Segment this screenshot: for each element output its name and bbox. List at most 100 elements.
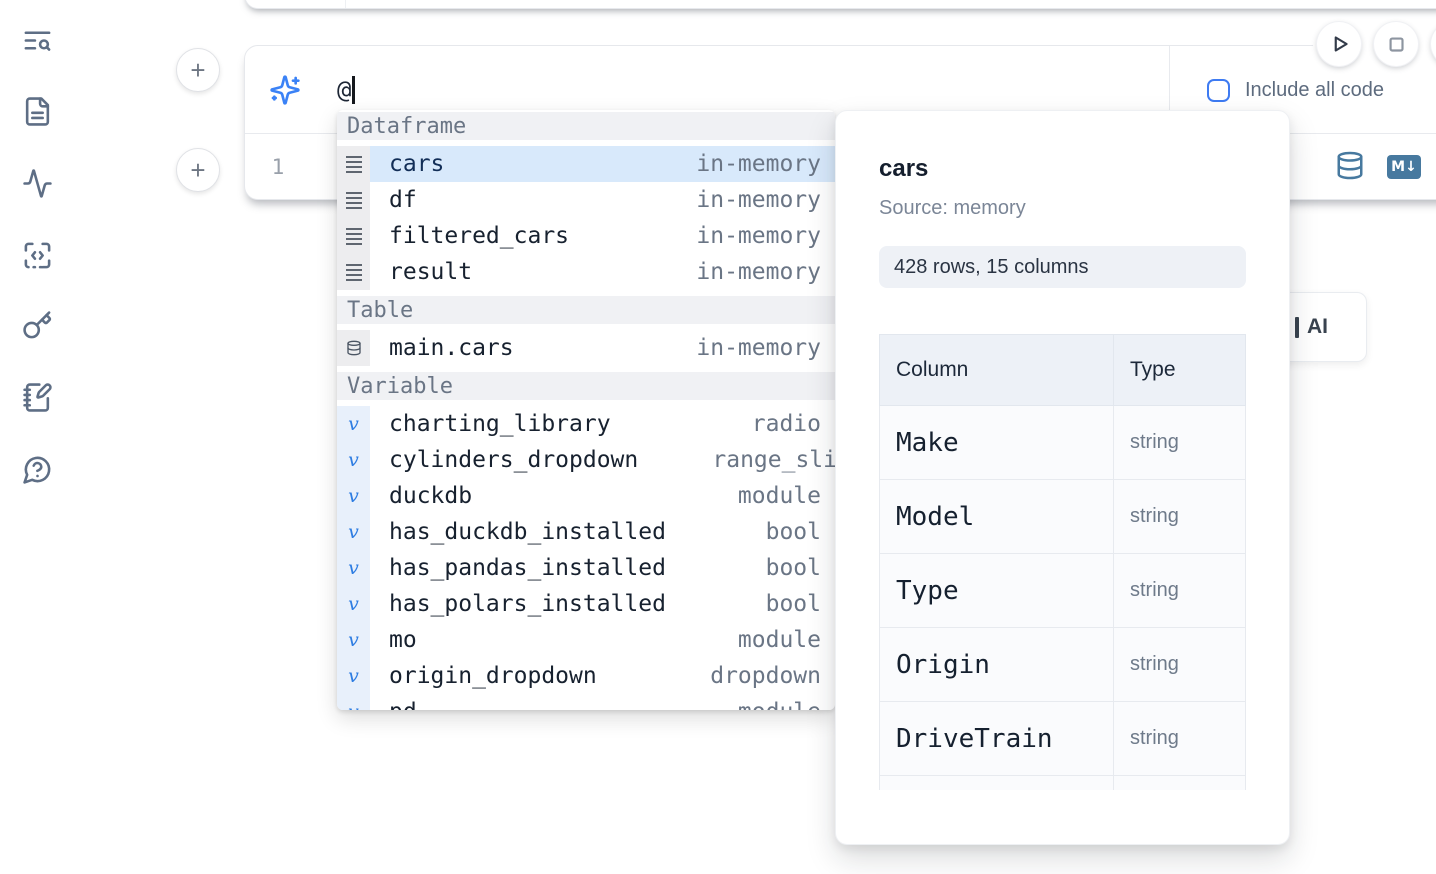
preview-source: Source: memory xyxy=(879,197,1026,219)
sidebar-snippets-button[interactable] xyxy=(18,236,56,274)
column-type-cell xyxy=(1113,775,1246,790)
code-snippet-icon xyxy=(24,242,50,268)
sidebar-scratchpad-button[interactable] xyxy=(18,378,56,416)
line-number: 1 xyxy=(271,154,285,179)
completion-type: bool xyxy=(765,519,821,545)
convert-to-sql-button[interactable] xyxy=(1335,149,1365,184)
completion-type: range_sli xyxy=(712,447,835,473)
run-cell-button[interactable] xyxy=(1317,22,1361,66)
preview-shape-badge: 428 rows, 15 columns xyxy=(879,246,1246,288)
completion-name: has_polars_installed xyxy=(389,591,666,617)
clipped-letter xyxy=(1295,316,1299,338)
sidebar-toc-search-button[interactable] xyxy=(18,21,56,59)
convert-to-markdown-button[interactable]: M↓ xyxy=(1387,154,1421,179)
autocomplete-item-charting_library[interactable]: v charting_library radio xyxy=(337,406,835,442)
activity-icon xyxy=(22,168,52,198)
table-of-contents-search-icon xyxy=(24,30,50,51)
completion-type: in-memory xyxy=(696,151,821,177)
dataframe-icon xyxy=(345,263,362,281)
stop-icon xyxy=(1389,37,1404,52)
autocomplete-item-result[interactable]: result in-memory xyxy=(337,254,835,290)
notebook-pen-icon xyxy=(22,382,52,412)
stop-cell-button[interactable] xyxy=(1374,22,1418,66)
autocomplete-item-cars[interactable]: cars in-memory xyxy=(337,146,835,182)
dataframe-icon xyxy=(345,155,362,173)
sparkles-icon xyxy=(269,74,301,106)
autocomplete-section-header: Dataframe xyxy=(337,112,835,140)
column-name-cell: Origin xyxy=(879,627,1114,702)
completion-name: duckdb xyxy=(389,483,473,509)
sidebar-files-button[interactable] xyxy=(18,92,56,130)
sidebar-secrets-button[interactable] xyxy=(18,306,56,344)
completion-type: in-memory xyxy=(696,259,821,285)
table-icon xyxy=(346,340,361,356)
completion-name: charting_library xyxy=(389,411,611,437)
completion-type: in-memory xyxy=(696,187,821,213)
include-all-code-label[interactable]: Include all code xyxy=(1245,78,1384,101)
column-name-cell: DriveTrain xyxy=(879,701,1114,776)
gutter-divider xyxy=(345,0,346,8)
completion-type: module xyxy=(737,483,821,509)
autocomplete-section-header: Variable xyxy=(337,372,835,400)
dataframe-preview-popup: cars Source: memory 428 rows, 15 columns… xyxy=(835,110,1290,845)
variable-icon: v xyxy=(348,448,359,471)
autocomplete-item-cylinders_dropdown[interactable]: v cylinders_dropdown range_sli xyxy=(337,442,835,478)
variable-icon: v xyxy=(348,412,359,435)
variable-icon: v xyxy=(348,592,359,615)
dataframe-icon xyxy=(345,227,362,245)
preview-title: cars xyxy=(879,155,929,182)
variable-icon: v xyxy=(348,664,359,687)
completion-type: dropdown xyxy=(710,663,821,689)
preview-table-row xyxy=(879,775,1246,790)
sidebar-help-button[interactable] xyxy=(18,450,56,488)
ai-prompt-input[interactable]: @ xyxy=(337,46,355,133)
column-name-cell: Make xyxy=(879,405,1114,480)
completion-name: cylinders_dropdown xyxy=(389,447,639,473)
completion-name: main.cars xyxy=(389,335,514,361)
code-editor-row[interactable]: 1 M↓ xyxy=(245,134,1436,199)
play-icon xyxy=(1334,36,1348,52)
completion-name: result xyxy=(389,259,473,285)
column-type-cell: string xyxy=(1113,553,1246,628)
ai-prompt-value: @ xyxy=(337,75,352,104)
column-type-cell: string xyxy=(1113,405,1246,480)
text-cursor xyxy=(352,75,355,104)
completion-type: bool xyxy=(765,555,821,581)
add-cell-above-button[interactable]: + xyxy=(176,48,220,92)
preview-type-header: Type xyxy=(1113,334,1246,406)
help-chat-icon xyxy=(22,456,50,484)
sidebar-activity-button[interactable] xyxy=(18,164,56,202)
autocomplete-item-pd[interactable]: vpdmodule xyxy=(337,694,835,710)
column-name-cell: Type xyxy=(879,553,1114,628)
column-name-cell: Model xyxy=(879,479,1114,554)
variable-icon: v xyxy=(348,702,359,710)
column-type-cell: string xyxy=(1113,479,1246,554)
include-all-code-checkbox[interactable] xyxy=(1207,78,1230,102)
add-cell-below-button[interactable]: + xyxy=(176,148,220,192)
completion-name: cars xyxy=(389,151,445,177)
markdown-icon: M↓ xyxy=(1391,158,1417,175)
completion-name: has_pandas_installed xyxy=(389,555,666,581)
clipped-cell-action-button[interactable] xyxy=(1431,22,1436,66)
column-type-cell: string xyxy=(1113,701,1246,776)
completion-type: radio xyxy=(751,411,821,437)
completion-name: mo xyxy=(389,627,417,653)
autocomplete-section-header: Table xyxy=(337,296,835,324)
autocomplete-item-origin_dropdown[interactable]: v origin_dropdown dropdown xyxy=(337,658,835,694)
completion-name: origin_dropdown xyxy=(389,663,597,689)
